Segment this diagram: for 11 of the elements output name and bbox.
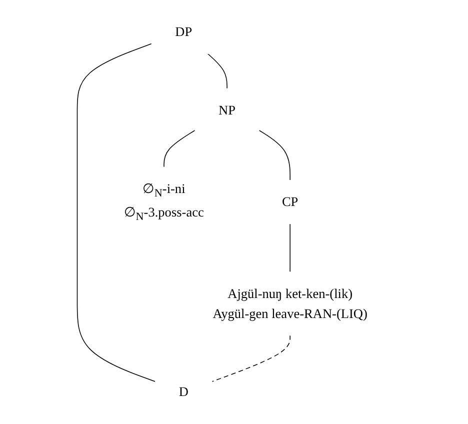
connector — [258, 130, 290, 181]
node-text: D — [178, 384, 188, 400]
node-text: CP — [282, 194, 298, 210]
node-text: NP — [218, 102, 236, 118]
node-text: ∅$_{N}$-i-ni ∅$_{N}$-3.poss-acc — [124, 181, 204, 223]
connector — [164, 130, 196, 168]
connector — [207, 53, 228, 90]
node-text: DP — [175, 24, 192, 40]
connector — [211, 334, 290, 382]
connector — [76, 43, 156, 382]
node-text: Ajgül-nuŋ ket-ken-(lik) Aygül-gen leave-RAN-(LIQ) — [212, 286, 368, 321]
